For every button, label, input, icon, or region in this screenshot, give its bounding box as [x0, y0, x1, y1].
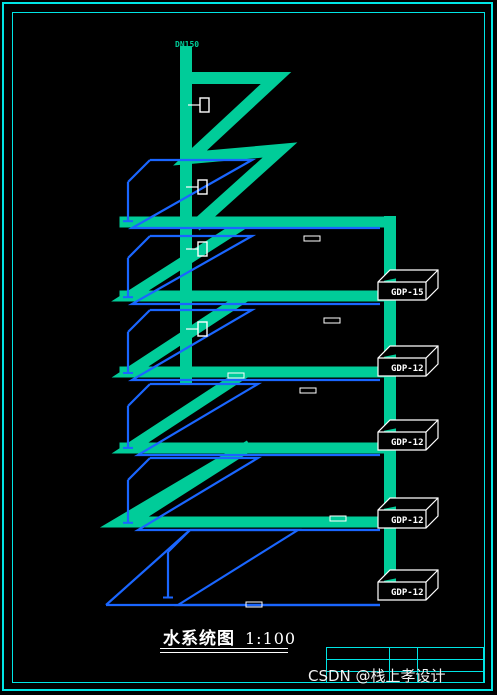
equipment-unit-box [377, 345, 439, 377]
fitting-icon [227, 372, 245, 379]
title-underline [160, 648, 288, 653]
fitting-icon [329, 515, 347, 522]
watermark: CSDN @栈上孝设计 [308, 667, 446, 685]
branch-pipe-6 [166, 528, 380, 607]
drawing-border-outer [2, 2, 493, 691]
title-block-divider [417, 648, 418, 682]
branch-pipe-4 [126, 382, 380, 457]
fitting-icon [323, 317, 341, 324]
equipment-unit-box [377, 419, 439, 451]
equipment-unit-label: GDP-12 [391, 364, 424, 374]
equipment-unit-box [377, 497, 439, 529]
branch-pipe-1 [126, 158, 380, 230]
main-pipe-upper-zigzag [173, 46, 298, 231]
main-pipe-floor-1-loop [111, 216, 396, 302]
equipment-unit-label: GDP-15 [391, 288, 424, 298]
title-block-divider [389, 648, 390, 682]
drawing-scale: 1:100 [245, 629, 297, 648]
drawing-border-inner [12, 12, 485, 683]
valve-icon [199, 97, 210, 113]
drawing-title: 水系统图 1:100 [163, 624, 296, 649]
equipment-unit-box [377, 569, 439, 601]
title-block-divider [327, 659, 483, 660]
fitting-icon [245, 601, 263, 608]
title-block-table [326, 647, 484, 683]
branch-pipe-2 [126, 234, 380, 306]
main-pipe-floor-2-loop [111, 290, 396, 378]
fitting-icon [303, 235, 321, 242]
fitting-icon [299, 387, 317, 394]
riser-top-label: DN150 [175, 40, 199, 49]
branch-pipe-bottom [105, 529, 380, 607]
equipment-unit-box [377, 269, 439, 301]
branch-pipe-3 [126, 308, 380, 382]
title-block-divider [327, 671, 483, 672]
equipment-unit-label: GDP-12 [391, 438, 424, 448]
equipment-unit-label: GDP-12 [391, 588, 424, 598]
equipment-unit-label: GDP-12 [391, 516, 424, 526]
main-pipe-floor-5-loop [99, 440, 386, 528]
drawing-title-text: 水系统图 [163, 629, 235, 649]
